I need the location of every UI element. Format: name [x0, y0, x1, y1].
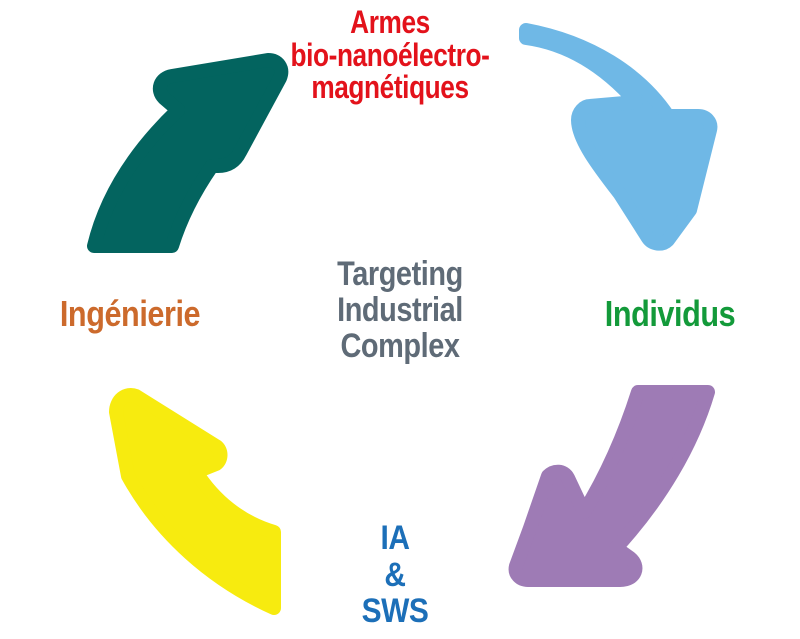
arrow-bottom-right-body	[508, 385, 715, 587]
node-label-top-line-1: Armes	[350, 4, 430, 40]
arrow-top-right-icon	[519, 23, 718, 251]
node-label-bottom-line-1: IA	[380, 519, 410, 557]
center-label: Targeting Industrial Complex	[311, 256, 490, 364]
center-label-line-3: Complex	[340, 327, 460, 366]
node-label-right-line-1: Individus	[604, 293, 736, 334]
arrow-top-left-icon	[87, 53, 289, 253]
center-label-line-1: Targeting	[337, 255, 463, 293]
arrow-bottom-left-body	[109, 388, 281, 615]
node-label-right: Individus	[602, 296, 738, 332]
arrow-top-right-body	[519, 23, 718, 251]
node-label-bottom-line-2: &	[384, 555, 406, 594]
node-label-top: Armes bio-nanoélectro- magnétiques	[267, 6, 513, 104]
arrow-bottom-left-icon	[109, 388, 281, 615]
node-label-left-line-1: Ingénierie	[59, 293, 201, 334]
node-label-bottom: IA & SWS	[347, 520, 444, 630]
node-label-top-line-2: bio-nanoélectro-	[290, 36, 490, 73]
node-label-top-line-3: magnétiques	[311, 69, 469, 106]
arrow-top-left-body	[87, 53, 289, 253]
node-label-bottom-line-3: SWS	[361, 592, 429, 631]
center-label-line-2: Industrial	[337, 291, 463, 330]
node-label-left: Ingénierie	[45, 296, 215, 332]
arrow-bottom-right-icon	[508, 385, 715, 587]
